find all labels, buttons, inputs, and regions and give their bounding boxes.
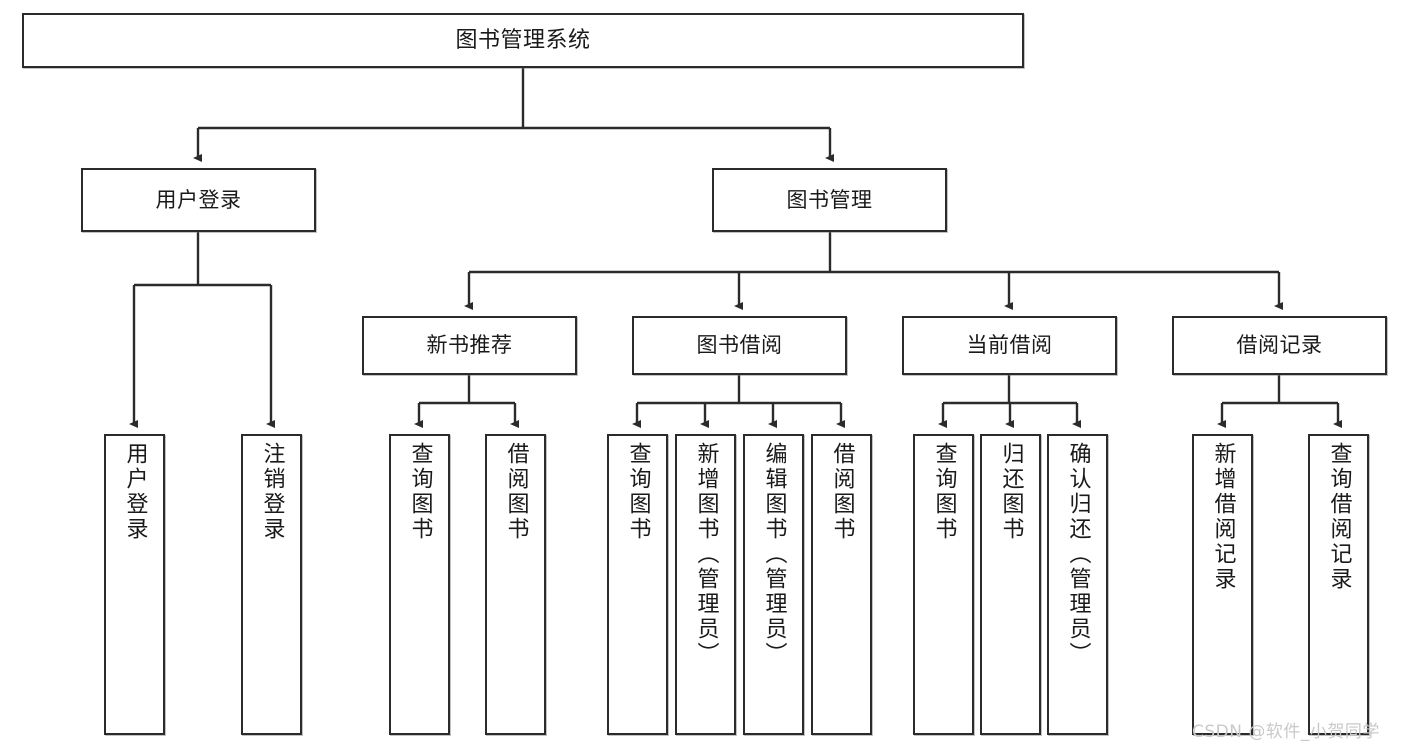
node-label: 用户登录 bbox=[155, 187, 242, 212]
node-book-borrow[interactable]: 图书借阅 bbox=[632, 316, 847, 375]
node-current-borrow[interactable]: 当前借阅 bbox=[902, 316, 1117, 375]
node-label: 图书管理系统 bbox=[455, 27, 591, 53]
node-label: 查询图书 bbox=[931, 442, 957, 542]
node-label: 当前借阅 bbox=[966, 333, 1053, 358]
node-label: 新增图书（管理员） bbox=[693, 442, 719, 667]
node-label: 图书借阅 bbox=[696, 333, 783, 358]
csdn-watermark: CSDN @软件_小贺同学 bbox=[1192, 722, 1380, 742]
node-label: 借阅图书 bbox=[829, 442, 855, 542]
leaf-logout-login[interactable]: 注销登录 bbox=[241, 434, 302, 735]
leaf-query-borrow-record[interactable]: 查询借阅记录 bbox=[1308, 434, 1369, 735]
leaf-borrow-book-1[interactable]: 借阅图书 bbox=[485, 434, 546, 735]
node-label: 归还图书 bbox=[998, 442, 1024, 542]
node-label: 查询借阅记录 bbox=[1326, 442, 1352, 592]
node-label: 编辑图书（管理员） bbox=[761, 442, 787, 667]
leaf-query-book-1[interactable]: 查询图书 bbox=[389, 434, 450, 735]
node-borrow-record[interactable]: 借阅记录 bbox=[1172, 316, 1387, 375]
leaf-edit-book-admin[interactable]: 编辑图书（管理员） bbox=[743, 434, 804, 735]
node-label: 借阅记录 bbox=[1236, 333, 1323, 358]
leaf-confirm-return-admin[interactable]: 确认归还（管理员） bbox=[1047, 434, 1108, 735]
node-label: 借阅图书 bbox=[503, 442, 529, 542]
node-label: 确认归还（管理员） bbox=[1065, 442, 1091, 667]
node-label: 查询图书 bbox=[625, 442, 651, 542]
node-book-manage[interactable]: 图书管理 bbox=[712, 168, 947, 232]
leaf-query-book-2[interactable]: 查询图书 bbox=[607, 434, 668, 735]
leaf-query-book-3[interactable]: 查询图书 bbox=[913, 434, 974, 735]
node-root-book-management-system[interactable]: 图书管理系统 bbox=[22, 13, 1024, 68]
leaf-return-book[interactable]: 归还图书 bbox=[980, 434, 1041, 735]
node-label: 新增借阅记录 bbox=[1210, 442, 1236, 592]
node-label: 新书推荐 bbox=[426, 333, 513, 358]
leaf-user-login[interactable]: 用户登录 bbox=[104, 434, 165, 735]
node-user-login[interactable]: 用户登录 bbox=[81, 168, 316, 232]
node-label: 图书管理 bbox=[786, 187, 873, 212]
node-new-book-recommend[interactable]: 新书推荐 bbox=[362, 316, 577, 375]
node-label: 用户登录 bbox=[122, 442, 148, 542]
leaf-add-book-admin[interactable]: 新增图书（管理员） bbox=[675, 434, 736, 735]
node-label: 注销登录 bbox=[259, 442, 285, 542]
node-label: 查询图书 bbox=[407, 442, 433, 542]
leaf-add-borrow-record[interactable]: 新增借阅记录 bbox=[1192, 434, 1253, 735]
leaf-borrow-book-2[interactable]: 借阅图书 bbox=[811, 434, 872, 735]
